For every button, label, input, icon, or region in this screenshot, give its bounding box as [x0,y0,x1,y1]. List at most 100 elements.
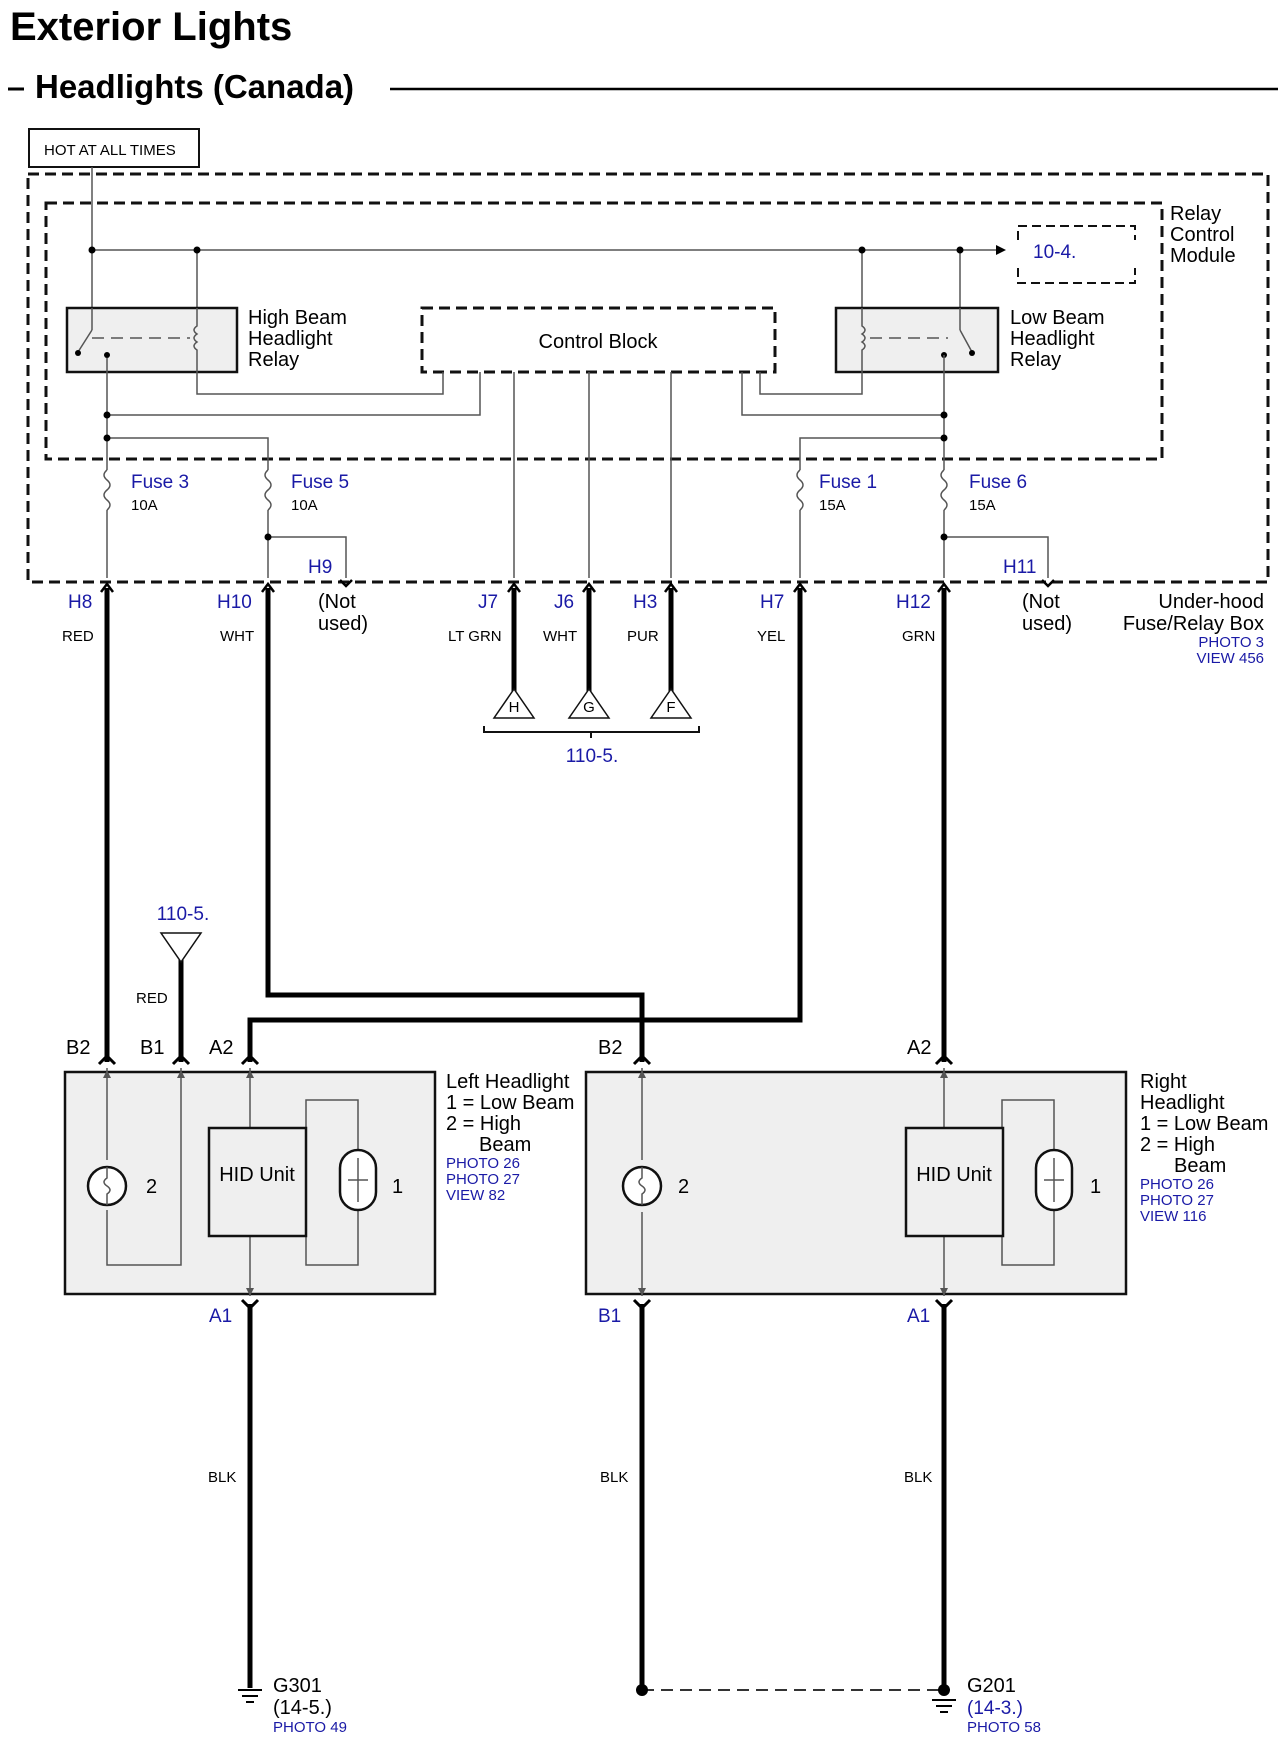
fuse-6 [940,469,1049,578]
relay-module-label-1: Relay [1170,203,1221,225]
triangle-h: H [509,699,520,716]
left-headlight-label-3: 2 = High [446,1113,521,1135]
high-beam-relay-label-2: Headlight [248,328,333,350]
fuse-3-name: Fuse 3 [131,472,189,493]
pin-h10: H10 [217,592,252,613]
ref-110-5-top: 110-5. [566,746,618,767]
wire-color-h3: PUR [627,628,659,645]
h11-not-used-1: (Not [1022,591,1060,613]
left-headlight-label-2: 1 = Low Beam [446,1092,574,1114]
fuse-6-name: Fuse 6 [969,472,1027,493]
triangle-f: F [666,699,675,716]
external-wires [104,588,947,1062]
left-pin-a1: A1 [209,1306,232,1327]
ground-symbol-left [238,1689,262,1703]
ground-wires [247,1304,950,1696]
control-block [420,306,777,374]
left-hid-unit-label: HID Unit [219,1164,295,1186]
right-hid-unit [904,1126,1005,1238]
wire-color-j7: LT GRN [448,628,502,645]
connector-triangles [483,687,700,738]
fuse-1-name: Fuse 1 [819,472,877,493]
pin-j6: J6 [554,592,574,613]
page-title: Exterior Lights [10,5,292,49]
right-b1-wire-color: BLK [600,1469,628,1486]
right-pin-a1: A1 [907,1306,930,1327]
fuse-3-rating: 10A [131,497,158,514]
left-low-beam-bulb [338,1148,378,1212]
right-headlight-label-1: Right [1140,1071,1187,1093]
right-pin-b1: B1 [598,1306,621,1327]
wire-color-h7: YEL [757,628,785,645]
fuse-box-label-1: Under-hood [1158,591,1264,613]
fuse-5-name: Fuse 5 [291,472,349,493]
fuse-6-rating: 15A [969,497,996,514]
right-pin-a2: A2 [907,1037,931,1059]
left-pin-a2: A2 [209,1037,233,1059]
ground-left-ref: (14-5.) [273,1697,332,1719]
triangle-g: G [583,699,595,716]
low-beam-relay [834,306,1000,374]
hot-at-all-times-label: HOT AT ALL TIMES [44,142,176,159]
b1-wire-color: RED [136,990,168,1007]
wire-color-j6: WHT [543,628,577,645]
left-pin-b1: B1 [140,1037,164,1059]
control-block-label: Control Block [539,331,659,353]
box-terminals [100,579,1055,593]
wire-color-h12: GRN [902,628,935,645]
b1-feed-triangle [159,932,203,964]
fuse-5 [264,469,347,578]
pin-h8: H8 [68,592,92,613]
right-headlight-label-3: 1 = Low Beam [1140,1113,1268,1135]
pin-h11: H11 [1003,557,1036,578]
page-subtitle: Headlights (Canada) [35,68,354,105]
fuse-box-label-2: Fuse/Relay Box [1123,613,1264,635]
ref-10-4-label: 10-4. [1033,242,1076,263]
pin-j7: J7 [478,592,498,613]
left-ground-wire-color: BLK [208,1469,236,1486]
fuse-1-rating: 15A [819,497,846,514]
left-hid-unit [207,1126,308,1238]
ref-110-5-left: 110-5. [157,904,209,925]
pin-h7: H7 [760,592,784,613]
ground-left-photo: PHOTO 49 [273,1719,347,1736]
right-bulb-high-num: 2 [678,1176,689,1198]
right-headlight-label-4: 2 = High [1140,1134,1215,1156]
wire-color-h8: RED [62,628,94,645]
ground-left-name: G301 [273,1675,322,1697]
fuse-1 [796,469,804,578]
right-low-beam-bulb [1034,1148,1074,1212]
ground-right-name: G201 [967,1675,1016,1697]
left-bulb-low-num: 1 [392,1176,403,1198]
h9-not-used-1: (Not [318,591,356,613]
left-headlight-photo-1: PHOTO 26 [446,1155,520,1172]
left-headlight-photo-2: PHOTO 27 [446,1171,520,1188]
low-beam-relay-label-2: Headlight [1010,328,1095,350]
right-bulb-low-num: 1 [1090,1176,1101,1198]
relay-module-label-3: Module [1170,245,1236,267]
h9-not-used-2: used) [318,613,368,635]
module-wiring [103,358,948,578]
left-headlight-label-4: Beam [479,1134,531,1156]
fuse-3 [103,469,111,578]
pin-h3: H3 [633,592,657,613]
left-pin-b2: B2 [66,1037,90,1059]
right-headlight-internal [638,1068,1055,1296]
right-headlight-label-2: Headlight [1140,1092,1225,1114]
hot-bus-wiring [88,167,1006,308]
relay-module-label-2: Control [1170,224,1234,246]
left-headlight-view: VIEW 82 [446,1187,505,1204]
pin-h12: H12 [896,592,931,613]
right-headlight-label-5: Beam [1174,1155,1226,1177]
fuse-box-photo: PHOTO 3 [1198,634,1264,651]
high-beam-relay-label-1: High Beam [248,307,347,329]
right-pin-b2: B2 [598,1037,622,1059]
right-high-beam-bulb [621,1165,663,1207]
high-beam-relay-label-3: Relay [248,349,299,371]
ground-symbol-right [932,1699,956,1713]
h11-not-used-2: used) [1022,613,1072,635]
right-a1-wire-color: BLK [904,1469,932,1486]
pin-h9: H9 [308,557,332,578]
ground-right-photo: PHOTO 58 [967,1719,1041,1736]
